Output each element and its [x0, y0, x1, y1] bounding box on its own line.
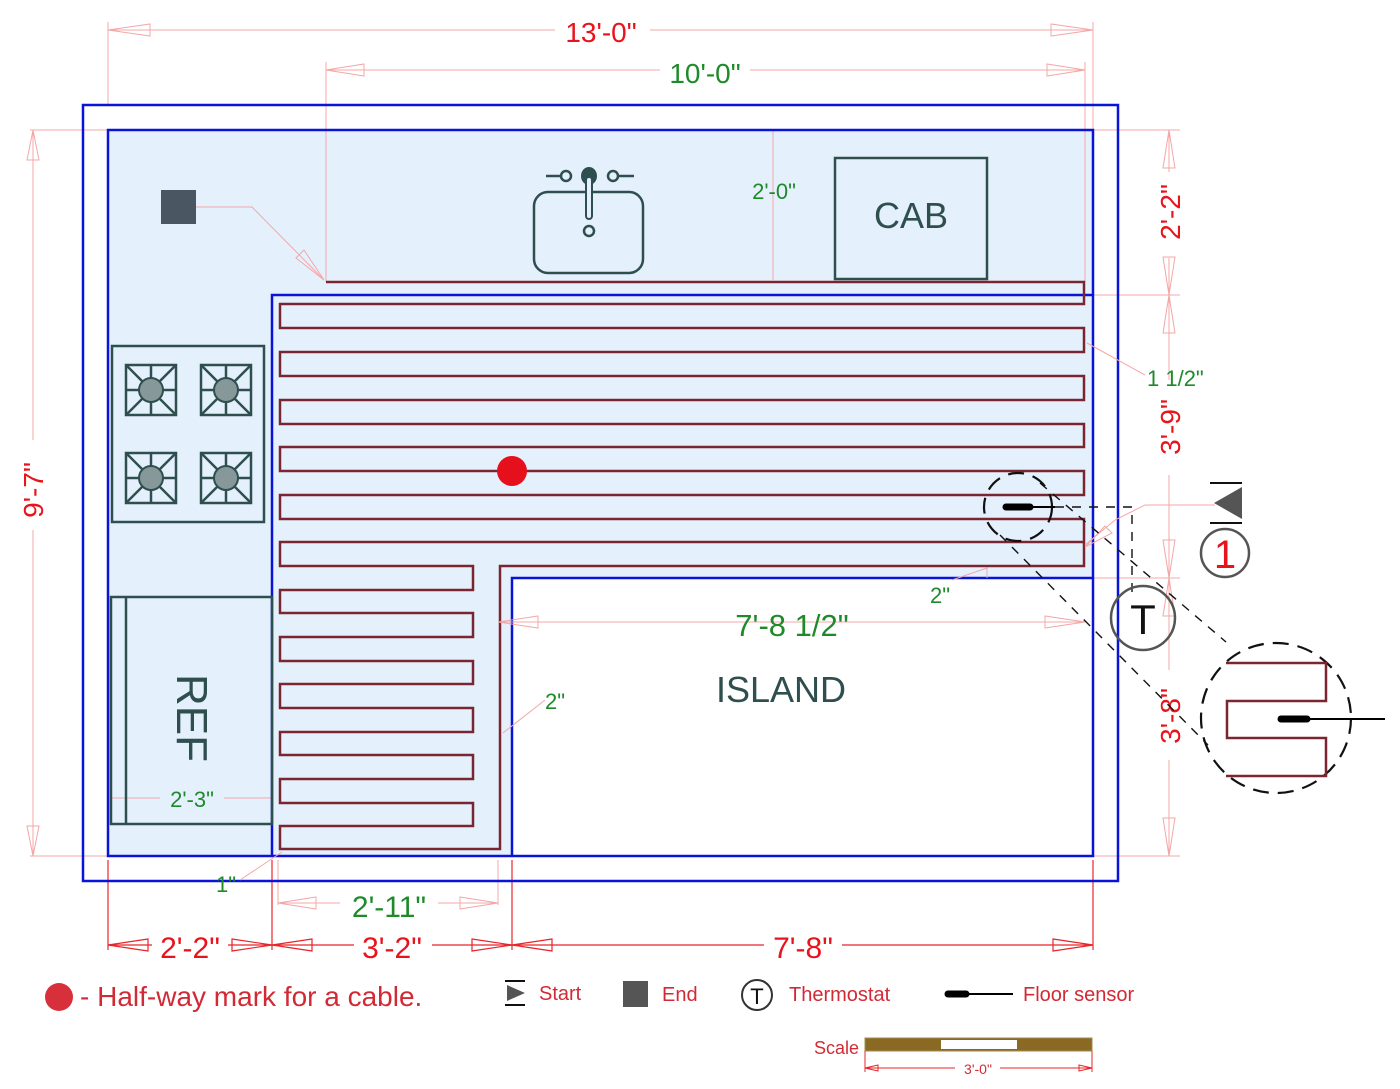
sensor-detail-enlarged [1199, 641, 1385, 795]
inner-wall [106, 128, 1095, 858]
right-top-label: 2'-2" [1155, 184, 1186, 240]
stove-outline [110, 344, 266, 524]
refrigerator-fixture: REF 2'-3" [109, 595, 274, 826]
legend-thermostat-label: Thermostat [789, 984, 891, 1006]
stove-burner-icon [199, 451, 253, 505]
island-label: ISLAND [716, 669, 846, 710]
cabinet-fixture: CAB [833, 156, 989, 281]
wall-offset-label: 1" [216, 872, 236, 897]
stove-burner-icon [124, 363, 178, 417]
dimension-lower-cable-width: 2'-11" [277, 891, 499, 924]
island-outline [510, 576, 1093, 856]
start-triangle-icon [1214, 487, 1242, 519]
legend: - Half-way mark for a cable. Start End T… [45, 979, 1134, 1012]
cabinet-label: CAB [874, 195, 948, 236]
cabinet-outline [833, 156, 989, 281]
island-cable-width-label: 7'-8 1/2" [735, 608, 848, 643]
heating-cable [278, 280, 1086, 851]
refrigerator-label: REF [167, 674, 216, 762]
thermostat: T [1109, 584, 1177, 652]
legend-thermostat-icon [741, 979, 773, 1011]
right-middle-label: 3'-9" [1155, 399, 1186, 455]
overall-height-label: 9'-7" [18, 462, 49, 518]
dimension-heated-width: 10'-0" [325, 58, 1086, 89]
island-offset-left-label: 2" [545, 689, 565, 714]
section-marker-number: 1 [1214, 533, 1236, 577]
scale-label: Scale [814, 1038, 859, 1058]
halfway-mark-icon [497, 456, 527, 486]
dimension-right-chain: 2'-2" 3'-9" 3'-8" [1155, 129, 1186, 857]
legend-start-icon [507, 985, 525, 1001]
island-offset-top-label: 2" [930, 583, 950, 608]
island-fixture: 7'-8 1/2" ISLAND [497, 608, 1086, 710]
floor-sensor [982, 471, 1227, 746]
thermostat-circle [1109, 584, 1177, 652]
cable-end-marker [161, 190, 325, 281]
legend-floor-sensor-label: Floor sensor [1023, 984, 1134, 1006]
scale-bar: Scale 3'-0" [814, 1037, 1093, 1077]
dimension-overall-width: 13'-0" [107, 17, 1094, 48]
dimension-overall-height: 9'-7" [18, 129, 49, 857]
end-square-icon [161, 190, 196, 224]
legend-end-label: End [662, 984, 698, 1006]
stove-burner-icon [199, 363, 253, 417]
stove-fixture [110, 344, 266, 524]
dimension-bottom-chain: 2'-2" 3'-2" 7'-8" [107, 860, 1094, 965]
fridge-depth-label: 2'-3" [170, 787, 214, 812]
clearance-annotations: 1 1/2" 2" 2" 1" [216, 342, 1215, 897]
outer-wall [81, 103, 1120, 883]
legend-thermostat-symbol: T [750, 984, 763, 1009]
overall-width-label: 13'-0" [565, 17, 636, 48]
stove-burner-icon [124, 451, 178, 505]
bottom-right-label: 7'-8" [773, 932, 833, 965]
bottom-middle-label: 3'-2" [362, 932, 422, 965]
detail-cable [1225, 661, 1328, 778]
refrigerator-outline [109, 595, 274, 826]
bottom-left-label: 2'-2" [160, 932, 220, 965]
legend-halfway-label: - Half-way mark for a cable. [80, 981, 422, 1012]
counter-depth-label: 2'-0" [752, 179, 796, 204]
sink-fixture [532, 167, 645, 275]
legend-start-label: Start [539, 983, 582, 1005]
cable-spacing-label: 1 1/2" [1147, 366, 1204, 391]
section-marker-circle [1199, 527, 1251, 579]
island-area [512, 578, 1093, 856]
legend-halfway-icon [45, 983, 73, 1011]
lower-cable-width-label: 2'-11" [352, 891, 426, 924]
legend-end-icon [623, 981, 648, 1007]
scale-length-label: 3'-0" [964, 1061, 992, 1077]
thermostat-symbol: T [1130, 596, 1156, 643]
heated-width-label: 10'-0" [669, 58, 740, 89]
start-marker: 1 [1199, 482, 1251, 579]
